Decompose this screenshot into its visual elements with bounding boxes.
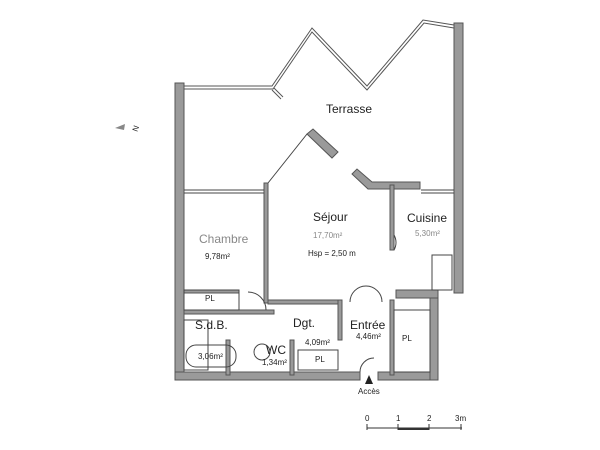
walls bbox=[174, 22, 464, 381]
room-sdb-label: S.d.B. bbox=[195, 318, 228, 332]
room-cuisine-area: 5,30m² bbox=[415, 229, 440, 238]
room-sejour-area: 17,70m² bbox=[313, 231, 343, 240]
access-label: Accès bbox=[358, 387, 380, 396]
scale-tick-1: 1 bbox=[396, 414, 401, 423]
room-sejour-height: Hsp = 2,50 m bbox=[308, 249, 356, 258]
scale-tick-2: 2 bbox=[427, 414, 432, 423]
scale-tick-3: 3m bbox=[455, 414, 467, 423]
terrace-railing bbox=[184, 19, 455, 100]
closet-label-1: PL bbox=[205, 294, 215, 303]
room-wc-label: WC bbox=[266, 343, 286, 357]
room-wc-area: 1,34m² bbox=[262, 358, 287, 367]
room-sdb-area: 3,06m² bbox=[198, 352, 223, 361]
closet-label-3: PL bbox=[402, 334, 412, 343]
room-dgt-area: 4,09m² bbox=[305, 338, 330, 347]
scale-bar bbox=[366, 424, 462, 430]
room-sejour-label: Séjour bbox=[313, 210, 348, 224]
room-chambre-area: 9,78m² bbox=[205, 252, 230, 261]
room-entree-area: 4,46m² bbox=[356, 332, 381, 341]
room-entree-label: Entrée bbox=[350, 318, 386, 332]
room-chambre-label: Chambre bbox=[199, 232, 249, 246]
room-terrasse-label: Terrasse bbox=[326, 102, 373, 116]
access-arrow-icon bbox=[365, 375, 373, 384]
scale-tick-0: 0 bbox=[365, 414, 370, 423]
room-dgt-label: Dgt. bbox=[293, 316, 316, 330]
north-arrow-icon bbox=[115, 124, 125, 130]
closet-label-2: PL bbox=[315, 355, 325, 364]
room-cuisine-label: Cuisine bbox=[407, 211, 448, 225]
